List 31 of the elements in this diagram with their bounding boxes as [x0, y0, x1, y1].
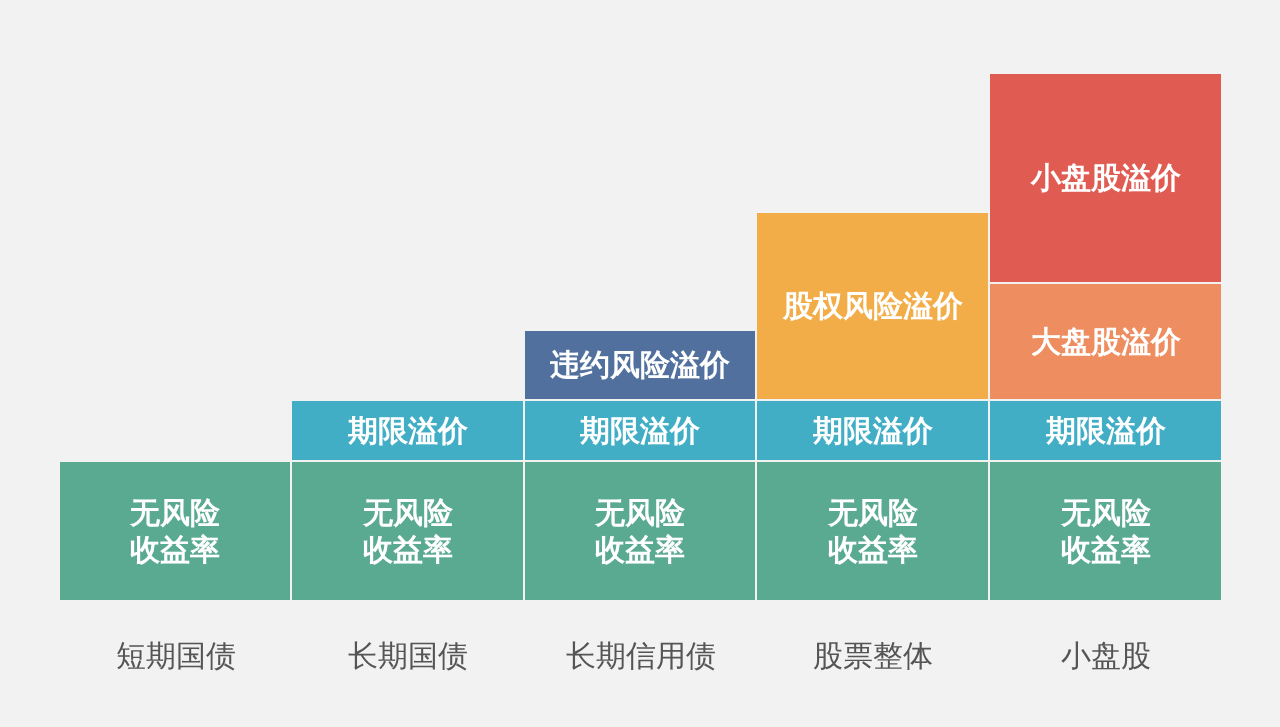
- block-label: 期限溢价: [580, 411, 700, 450]
- block-label: 违约风险溢价: [550, 346, 730, 384]
- base-rate-block: [60, 462, 290, 600]
- column-label: 股票整体: [812, 637, 934, 675]
- premium-block: [990, 284, 1221, 399]
- block-label: 无风险收益率: [1059, 493, 1152, 569]
- block-label: 股权风险溢价: [782, 287, 963, 325]
- block-label: 小盘股溢价: [1030, 159, 1181, 197]
- column-label: 短期国债: [115, 637, 237, 675]
- base-rate-block: [525, 462, 755, 600]
- premium-block: [292, 401, 523, 460]
- premium-block: [990, 401, 1221, 460]
- block-label: 期限溢价: [812, 411, 933, 450]
- premium-block: [525, 331, 755, 399]
- column-label: 长期国债: [347, 637, 469, 675]
- block-label: 无风险收益率: [594, 493, 686, 569]
- block-label: 无风险收益率: [361, 493, 454, 569]
- base-rate-block: [757, 462, 988, 600]
- column-label: 长期信用债: [565, 637, 717, 675]
- premium-block: [525, 401, 755, 460]
- block-label: 无风险收益率: [129, 493, 221, 569]
- block-label: 大盘股溢价: [1030, 322, 1181, 361]
- block-label: 期限溢价: [347, 411, 468, 450]
- premium-block: [990, 74, 1221, 282]
- base-rate-block: [292, 462, 523, 600]
- block-label: 期限溢价: [1045, 411, 1166, 450]
- column-label: 小盘股: [1060, 637, 1152, 675]
- base-rate-block: [990, 462, 1221, 600]
- premium-block: [757, 401, 988, 460]
- block-label: 无风险收益率: [826, 493, 919, 569]
- premium-block: [757, 213, 988, 399]
